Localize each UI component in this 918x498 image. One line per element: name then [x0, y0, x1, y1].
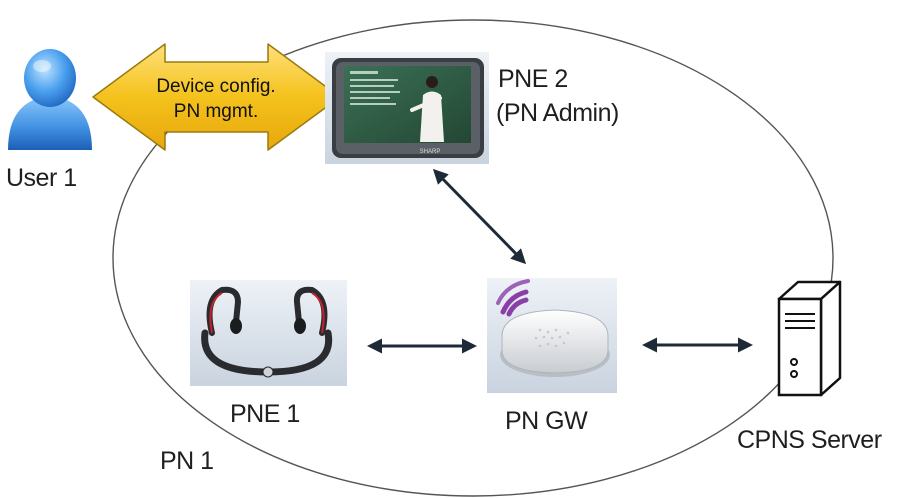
pn-boundary-ellipse	[112, 19, 834, 497]
config-arrow-line1: Device config.	[156, 76, 275, 97]
pne1-label: PNE 1	[230, 400, 300, 428]
user-icon	[8, 49, 92, 150]
pne2-label-line2: (PN Admin)	[496, 99, 619, 127]
pne2-gateway-connector	[432, 168, 527, 265]
pne2-label-line1: PNE 2	[498, 65, 568, 93]
server-icon	[777, 280, 842, 397]
gateway-device-icon	[487, 278, 617, 393]
pngw-label: PN GW	[505, 407, 588, 435]
tablet-device-icon: SHARP	[325, 52, 489, 164]
pn-label: PN 1	[160, 447, 214, 475]
config-arrow-line2: PN mgmt.	[174, 101, 258, 122]
cpns-server-label: CPNS Server	[737, 426, 882, 454]
tablet-brand: SHARP	[420, 149, 441, 155]
headset-device-icon	[190, 280, 347, 386]
config-double-arrow: Device config. PN mgmt.	[92, 43, 341, 151]
user-label: User 1	[6, 164, 77, 192]
